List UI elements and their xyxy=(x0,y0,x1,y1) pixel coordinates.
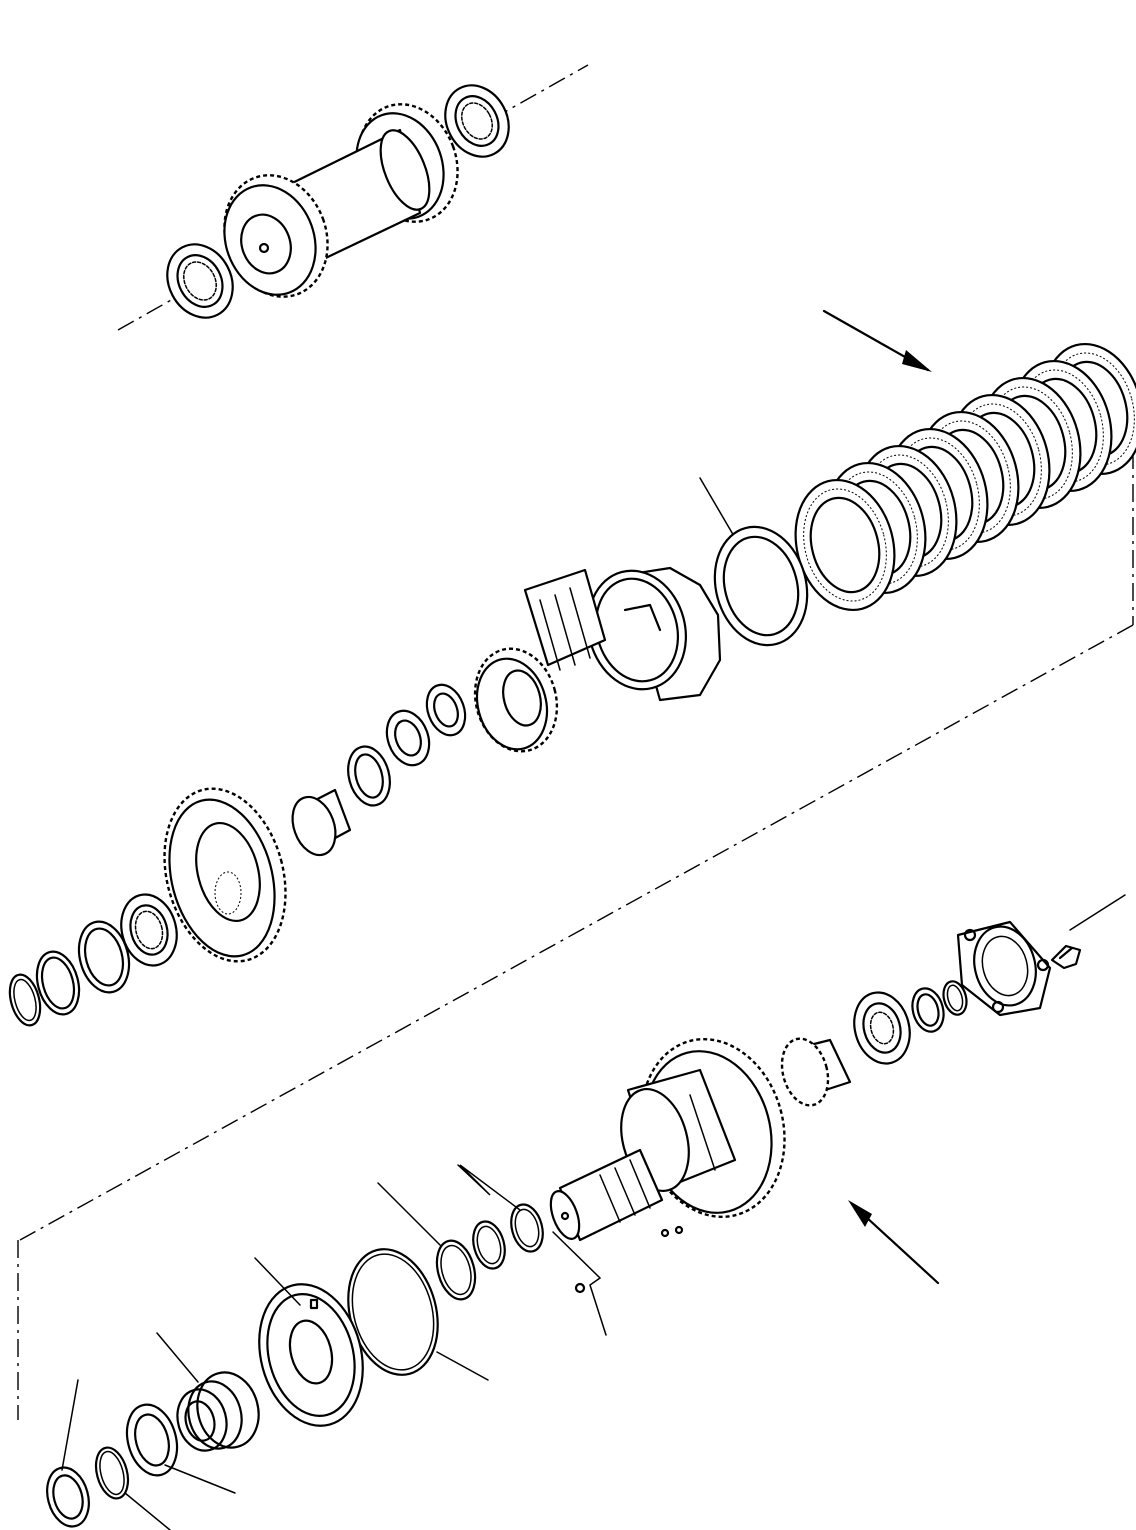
section-divider-line xyxy=(19,624,1134,1241)
leader-line-snap-rings xyxy=(457,1164,521,1211)
leader-line-spring xyxy=(156,1332,199,1383)
leader-line-large-seal xyxy=(436,1351,489,1381)
leader-line-seal-ring xyxy=(377,1182,441,1246)
clutch-disc-pack xyxy=(794,342,1136,612)
leader-line-retainer xyxy=(164,1464,236,1494)
needle-bearing-pair xyxy=(385,683,467,767)
output-shim xyxy=(911,987,945,1033)
output-snap-ring xyxy=(942,980,968,1016)
bearing-cover-plate xyxy=(956,920,1052,1017)
output-shaft-assembly xyxy=(17,894,1126,1530)
output-shaft-bearing xyxy=(853,991,911,1065)
retainer-snap-ring xyxy=(94,1446,130,1500)
end-thrust-washer xyxy=(46,1466,90,1528)
piston-seal-ring xyxy=(435,1239,477,1301)
spring-retainer-washer xyxy=(125,1403,179,1477)
cover-bolt xyxy=(1050,894,1126,970)
countershaft-front-gear xyxy=(223,174,329,298)
clutch-assembly xyxy=(8,309,1136,1241)
clutch-ball-bearing xyxy=(120,893,178,967)
output-pinion-gear xyxy=(780,1037,852,1107)
bushing xyxy=(291,788,352,857)
countershaft-assembly xyxy=(117,64,589,331)
clutch-washer xyxy=(77,920,131,994)
clutch-splined-hub-gear xyxy=(473,568,607,753)
spacer-ring xyxy=(347,745,391,807)
detent-ball xyxy=(552,1231,607,1336)
leader-line-piston xyxy=(254,1257,301,1306)
shaft-snap-ring-b xyxy=(472,1220,506,1270)
leader-line-end-washer xyxy=(61,1379,79,1471)
shaft-snap-ring-a xyxy=(510,1203,544,1253)
clutch-piston-hub xyxy=(587,566,722,702)
clutch-snap-ring xyxy=(8,973,42,1027)
return-spring xyxy=(176,1371,260,1452)
clutch-shim xyxy=(35,950,81,1016)
leader-line-snap-ring xyxy=(124,1492,171,1530)
clutch-drive-gear xyxy=(163,787,287,963)
countershaft-rear-bearing xyxy=(444,84,510,158)
direction-arrow-bottom xyxy=(848,1200,940,1285)
clutch-piston xyxy=(258,1283,364,1427)
clutch-thrust-washer xyxy=(713,525,809,647)
countershaft-front-bearing xyxy=(166,243,234,319)
output-splined-shaft xyxy=(549,1148,684,1242)
clutch-disc xyxy=(794,478,896,612)
direction-arrow-top xyxy=(822,309,932,372)
